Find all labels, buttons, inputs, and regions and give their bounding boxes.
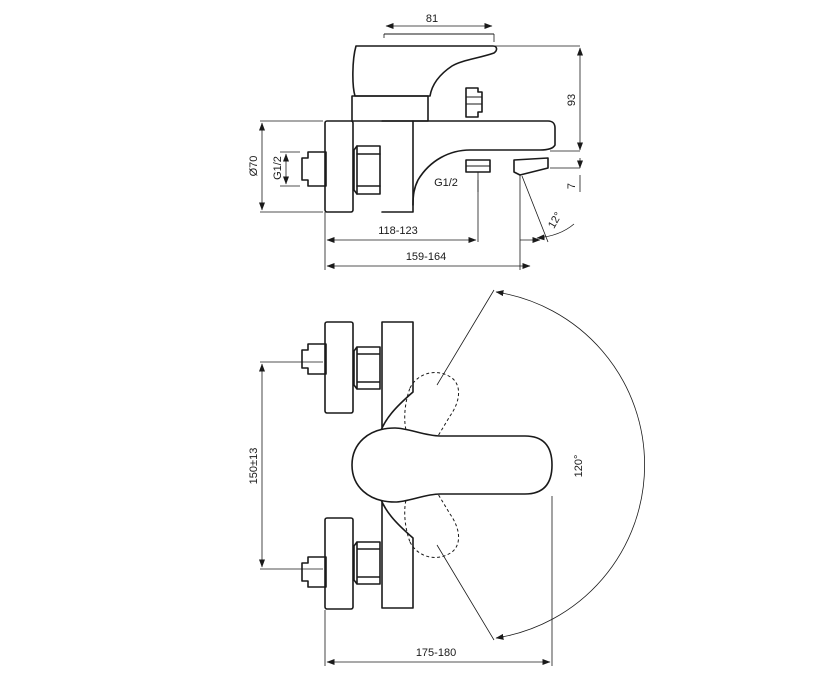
dim-height: 93 — [566, 94, 578, 106]
dim-diameter: Ø70 — [248, 156, 260, 177]
dim-handle-length: 81 — [426, 13, 438, 25]
dim-outlet-distance: 118-123 — [378, 225, 418, 237]
top-view — [259, 289, 646, 666]
dim-thread-inlet: G1/2 — [272, 156, 284, 180]
dim-total-depth: 159-164 — [406, 251, 446, 263]
dim-tilt-angle: 12° — [546, 210, 565, 230]
dim-total-width: 175-180 — [416, 647, 456, 659]
dim-thread-outlet: G1/2 — [434, 177, 458, 189]
side-view — [259, 23, 583, 270]
dim-centers: 150±13 — [248, 448, 260, 485]
dim-rotation-angle: 120° — [573, 455, 585, 478]
dim-spout-drop: 7 — [566, 183, 578, 189]
